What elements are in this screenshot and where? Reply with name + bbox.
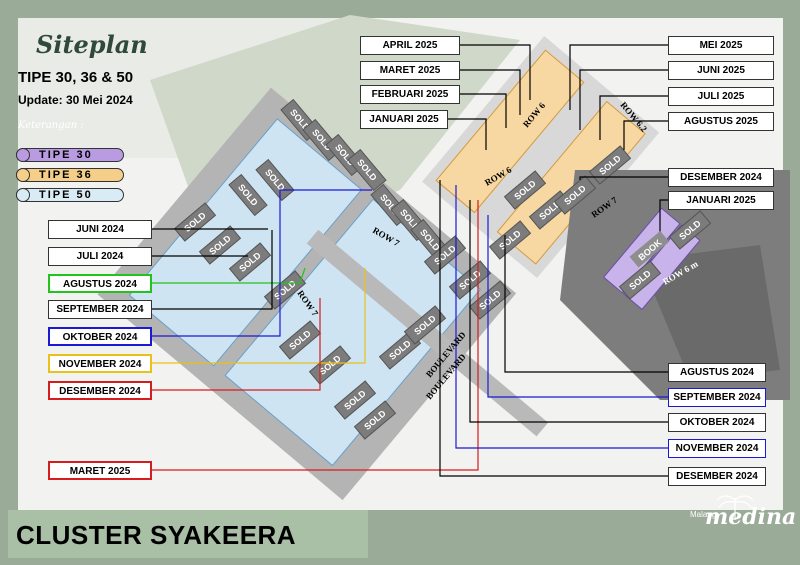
sold-lot: SOLD xyxy=(263,270,307,310)
right-label-november-2024: NOVEMBER 2024 xyxy=(668,439,766,458)
palm-icon xyxy=(716,495,754,520)
legend-item-tipe30: TIPE 30 xyxy=(16,148,124,162)
sold-lot: SOLD xyxy=(228,242,272,282)
legend-label: TIPE 30 xyxy=(39,149,93,161)
page-subtitle: TIPE 30, 36 & 50 xyxy=(18,69,134,86)
left-label-agustus-2024: AGUSTUS 2024 xyxy=(48,274,152,293)
top-label-maret-2025: MARET 2025 xyxy=(360,61,460,80)
top-label-april-2025: APRIL 2025 xyxy=(360,36,460,55)
left-label-desember-2024: DESEMBER 2024 xyxy=(48,381,152,400)
legend-item-tipe36: TIPE 36 xyxy=(16,168,124,182)
right-label-januari-2025: JANUARI 2025 xyxy=(668,191,774,210)
left-label-oktober-2024: OKTOBER 2024 xyxy=(48,327,152,346)
logo-brand: medina xyxy=(705,504,797,530)
left-label-juli-2024: JULI 2024 xyxy=(48,247,152,266)
right-label-oktober-2024: OKTOBER 2024 xyxy=(668,413,766,432)
right-label-juli-2025: JULI 2025 xyxy=(668,87,774,106)
siteplan-title: Siteplan xyxy=(36,30,148,59)
right-label-desember-2024: DESEMBER 2024 xyxy=(668,168,774,187)
left-label-juni-2024: JUNI 2024 xyxy=(48,220,152,239)
left-label-maret-2025: MARET 2025 xyxy=(48,461,152,480)
right-label-desember-2024-b: DESEMBER 2024 xyxy=(668,467,766,486)
right-label-agustus-2025: AGUSTUS 2025 xyxy=(668,112,774,131)
legend: Keterangan : TIPE 30 TIPE 36 TIPE 50 xyxy=(10,118,155,208)
cluster-name: CLUSTER SYAKEERA xyxy=(16,520,297,550)
legend-dot-icon xyxy=(16,148,30,162)
right-label-agustus-2024: AGUSTUS 2024 xyxy=(668,363,766,382)
top-label-februari-2025: FEBRUARI 2025 xyxy=(360,85,460,104)
right-label-mei-2025: MEI 2025 xyxy=(668,36,774,55)
right-label-juni-2025: JUNI 2025 xyxy=(668,61,774,80)
legend-label: TIPE 50 xyxy=(39,189,93,201)
left-label-november-2024: NOVEMBER 2024 xyxy=(48,354,152,373)
cluster-banner xyxy=(8,510,368,558)
legend-dot-icon xyxy=(16,188,30,202)
left-label-september-2024: SEPTEMBER 2024 xyxy=(48,300,152,319)
legend-dot-icon xyxy=(16,168,30,182)
medina-logo xyxy=(716,495,754,520)
update-date: Update: 30 Mei 2024 xyxy=(18,93,133,107)
legend-title: Keterangan : xyxy=(18,120,84,131)
top-label-januari-2025: JANUARI 2025 xyxy=(360,110,448,129)
right-label-september-2024: SEPTEMBER 2024 xyxy=(668,388,766,407)
legend-item-tipe50: TIPE 50 xyxy=(16,188,124,202)
legend-label: TIPE 36 xyxy=(39,169,93,181)
logo-city: Malang xyxy=(690,510,717,519)
